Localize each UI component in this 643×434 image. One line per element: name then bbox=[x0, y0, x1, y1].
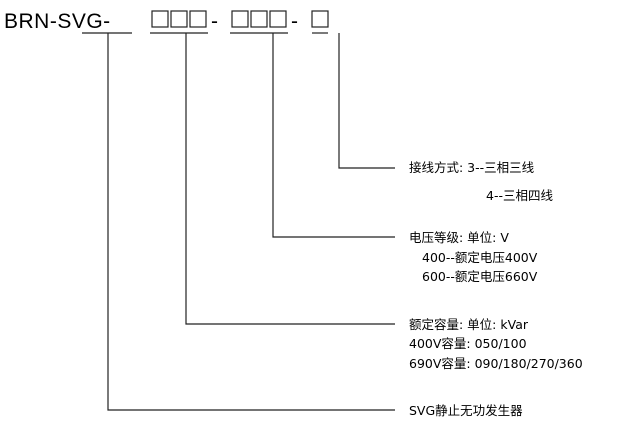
wiring-option-2: 4--三相四线 bbox=[486, 188, 553, 203]
model-separator-2: - bbox=[291, 10, 299, 33]
model-prefix: BRN-SVG- bbox=[4, 10, 111, 33]
capacity-title: 额定容量: 单位: kVar bbox=[409, 317, 529, 332]
capacity-box-1 bbox=[151, 10, 169, 28]
capacity-box-3 bbox=[189, 10, 207, 28]
voltage-option-2: 600--额定电压660V bbox=[422, 269, 538, 284]
voltage-box-3 bbox=[269, 10, 287, 28]
connector-product bbox=[107, 33, 395, 411]
connector-wiring bbox=[338, 33, 395, 169]
voltage-box-2 bbox=[250, 10, 268, 28]
connector-voltage bbox=[272, 33, 395, 238]
capacity-option-2: 690V容量: 090/180/270/360 bbox=[409, 356, 583, 371]
model-separator-1: - bbox=[211, 10, 219, 33]
connector-capacity bbox=[185, 33, 395, 325]
capacity-option-1: 400V容量: 050/100 bbox=[409, 336, 527, 351]
wiring-box bbox=[311, 10, 329, 28]
voltage-box-1 bbox=[231, 10, 249, 28]
voltage-option-1: 400--额定电压400V bbox=[422, 250, 538, 265]
wiring-title: 接线方式: 3--三相三线 bbox=[409, 160, 535, 175]
voltage-title: 电压等级: 单位: V bbox=[409, 230, 509, 245]
product-title: SVG静止无功发生器 bbox=[409, 403, 523, 418]
capacity-box-2 bbox=[170, 10, 188, 28]
